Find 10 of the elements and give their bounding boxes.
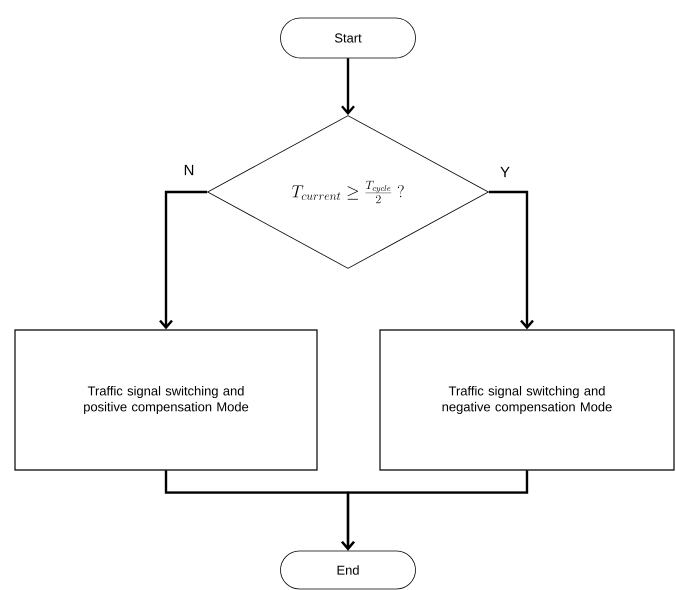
edge-label: N: [182, 164, 196, 176]
process-box: Traffic signal switching and negative compensation Mode: [379, 329, 675, 471]
terminal-box: Start: [280, 18, 416, 58]
process-box: Traffic signal switching and positive compensation Mode: [14, 329, 318, 471]
arrow: [341, 470, 528, 551]
arrow: [159, 190, 208, 330]
arrow: [488, 190, 534, 330]
edge-label: Y: [499, 166, 511, 178]
arrow: [341, 58, 355, 116]
terminal-box: End: [280, 550, 416, 590]
